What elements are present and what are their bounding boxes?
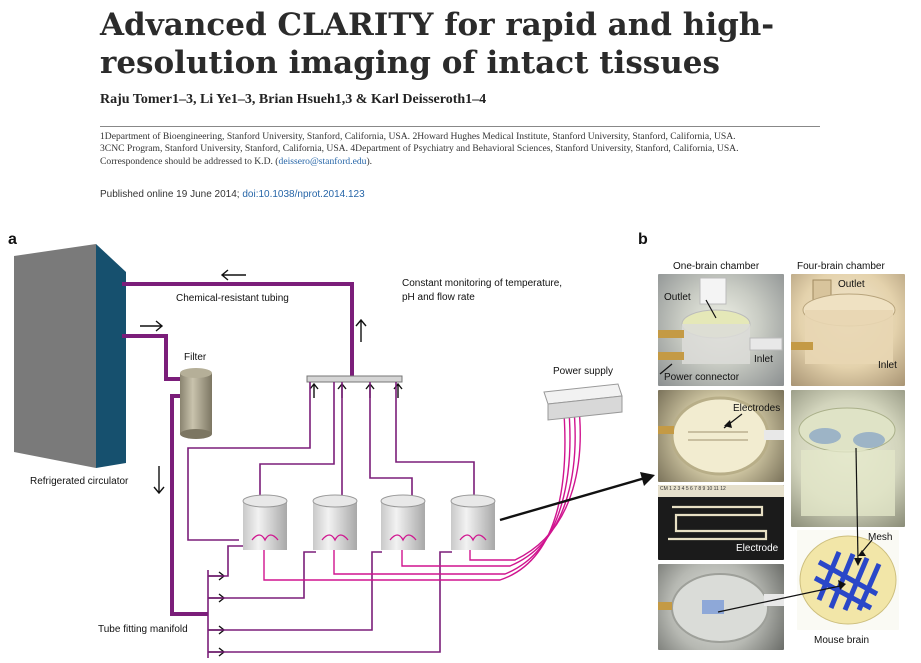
electrode-label: Electrode	[736, 543, 779, 554]
electrodes-photo	[658, 390, 784, 482]
outlet-pointer-1	[705, 299, 717, 319]
electrodes-label: Electrodes	[733, 403, 781, 414]
chamber-4	[450, 494, 496, 550]
manifold-lines	[187, 382, 475, 658]
one-brain-chamber-heading: One-brain chamber	[673, 261, 760, 272]
electrode-photo	[658, 485, 784, 560]
doi-link[interactable]: doi:10.1038/nprot.2014.123	[242, 189, 365, 200]
inlet-label-1: Inlet	[754, 354, 773, 365]
publication-info: Published online 19 June 2014; doi:10.10…	[100, 189, 365, 200]
mouse-brain-photo	[797, 530, 899, 630]
affiliation-line-1: 1Department of Bioengineering, Stanford …	[100, 131, 736, 142]
panel-a-label: a	[8, 231, 17, 248]
top-manifold	[306, 375, 403, 383]
filter-label: Filter	[184, 352, 207, 363]
brain-pointer	[717, 585, 841, 613]
tubing-label: Chemical-resistant tubing	[176, 293, 289, 304]
published-date: Published online 19 June 2014;	[100, 189, 243, 200]
power-connector-pointer	[659, 363, 673, 375]
refrigerated-circulator-label: Refrigerated circulator	[30, 476, 129, 487]
link-arrow	[499, 472, 655, 522]
inlet-label-2: Inlet	[878, 360, 897, 371]
outlet-label-2: Outlet	[838, 279, 865, 290]
chamber-2	[312, 494, 358, 550]
paper-title: Advanced CLARITY for rapid and high-reso…	[100, 7, 775, 81]
author-list: Raju Tomer1–3, Li Ye1–3, Brian Hsueh1,3 …	[100, 92, 487, 107]
one-brain-chamber-sketch	[658, 277, 783, 364]
correspondence-line: Correspondence should be addressed to K.…	[100, 156, 840, 168]
one-brain-chamber-photo	[658, 274, 784, 386]
correspondence-email-link[interactable]: deissero@stanford.edu	[278, 155, 367, 167]
chamber-with-brain-photo	[658, 564, 784, 650]
chamber-3	[380, 494, 426, 550]
four-brain-chamber-sketch	[791, 279, 896, 364]
electrodes-sketch	[658, 396, 784, 476]
panel-b-label: b	[638, 231, 648, 248]
power-supply-icon	[543, 383, 623, 421]
monitoring-label-line-1: Constant monitoring of temperature,	[402, 278, 562, 289]
mesh-pointer	[861, 539, 873, 553]
manifold-label: Tube fitting manifold	[98, 624, 188, 635]
outlet-label-1: Outlet	[664, 292, 691, 303]
affiliation-line-2: 3CNC Program, Stanford University, Stanf…	[100, 143, 739, 155]
power-wires	[263, 399, 581, 581]
four-brain-mesh-sketch	[798, 407, 896, 516]
filter-icon	[180, 368, 212, 439]
power-connector-label: Power connector	[664, 372, 740, 383]
mesh-label: Mesh	[868, 532, 893, 543]
chamber-1	[242, 494, 288, 550]
correspondence-suffix: ).	[366, 155, 373, 167]
divider	[100, 126, 820, 127]
refrigerated-circulator-icon	[14, 244, 126, 468]
monitoring-label-line-2: pH and flow rate	[402, 292, 475, 303]
four-brain-mesh-photo	[791, 390, 905, 527]
correspondence-prefix: Correspondence should be addressed to K.…	[100, 155, 279, 167]
mouse-brain-label: Mouse brain	[814, 635, 870, 646]
mesh-chamber-pointer	[855, 447, 859, 561]
power-supply-label: Power supply	[553, 366, 613, 377]
electrode-sketch	[668, 505, 768, 541]
affiliations: 1Department of Bioengineering, Stanford …	[100, 131, 840, 168]
chamber-with-brain-sketch	[658, 573, 784, 643]
four-brain-chamber-photo	[791, 274, 905, 386]
mouse-brain-sketch	[799, 535, 897, 625]
ruler-markings: CM 1 2 3 4 5 6 7 8 9 10 11 12	[660, 486, 726, 492]
four-brain-chamber-heading: Four-brain chamber	[797, 261, 885, 272]
ruler	[658, 485, 784, 497]
